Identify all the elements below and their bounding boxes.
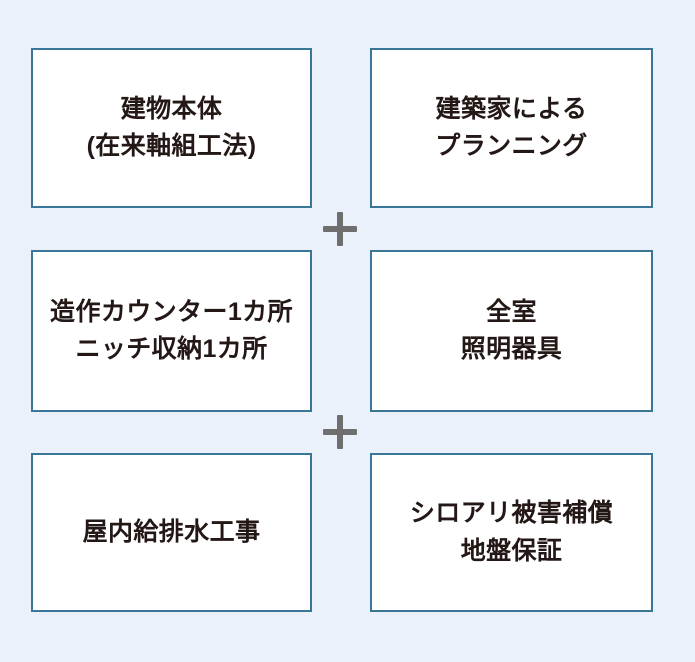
spec-box-building-body: 建物本体 (在来軸組工法)	[31, 48, 312, 208]
spec-box-label: 全室 照明器具	[460, 297, 563, 364]
spec-box-label: シロアリ被害補償 地盤保証	[409, 499, 614, 565]
spec-box-architect-planning: 建築家による プランニング	[370, 48, 653, 208]
plus-icon	[321, 210, 359, 248]
spec-box-indoor-plumbing: 屋内給排水工事	[31, 453, 312, 612]
plus-icon	[321, 413, 359, 451]
spec-box-label: 造作カウンター1カ所 ニッチ収納1カ所	[50, 297, 293, 364]
spec-box-lighting-fixtures: 全室 照明器具	[370, 250, 653, 412]
spec-box-label: 建築家による プランニング	[435, 94, 588, 161]
spec-box-label: 屋内給排水工事	[82, 517, 261, 546]
spec-box-termite-ground-warranty: シロアリ被害補償 地盤保証	[370, 453, 653, 612]
spec-box-label: 建物本体 (在来軸組工法)	[86, 94, 257, 161]
spec-box-counter-niche: 造作カウンター1カ所 ニッチ収納1カ所	[31, 250, 312, 412]
